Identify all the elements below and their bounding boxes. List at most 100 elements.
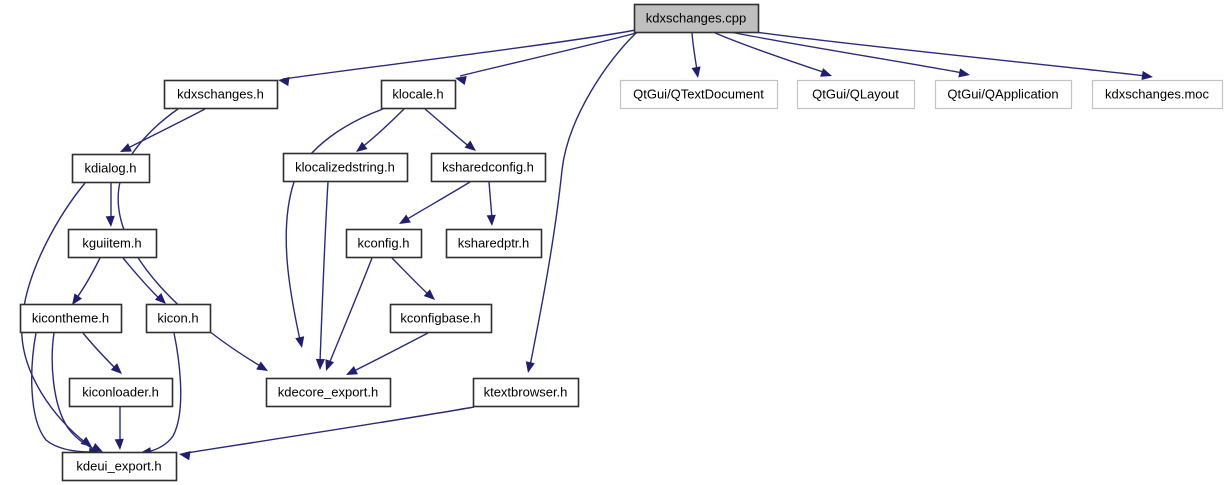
edge-line bbox=[529, 32, 637, 367]
arrow-head-icon bbox=[423, 289, 435, 300]
edges-layer bbox=[21, 29, 1153, 461]
node-ktextbrowser_h[interactable]: ktextbrowser.h bbox=[472, 377, 580, 408]
arrow-head-icon bbox=[399, 214, 411, 224]
node-box[interactable] bbox=[796, 79, 916, 110]
arrow-head-icon bbox=[486, 214, 496, 226]
node-box[interactable] bbox=[633, 3, 760, 34]
edge-line bbox=[459, 31, 641, 77]
edge-ksharedconfig_h-to-ksharedptr_h bbox=[486, 181, 496, 226]
node-box[interactable] bbox=[1091, 79, 1224, 110]
edge-line bbox=[488, 181, 493, 220]
edge-line bbox=[285, 108, 384, 341]
edge-line bbox=[51, 332, 97, 451]
node-box[interactable] bbox=[19, 303, 123, 334]
node-box[interactable] bbox=[265, 377, 392, 408]
node-qt_qlayout[interactable]: QtGui/QLayout bbox=[796, 79, 916, 110]
node-kicon_h[interactable]: kicon.h bbox=[145, 303, 212, 334]
arrow-head-icon bbox=[120, 143, 132, 152]
edge-klocale_h-to-klocalizedstring_h bbox=[356, 108, 405, 152]
edge-kdxschanges_cpp-to-kdxschanges_h bbox=[278, 29, 637, 87]
arrow-head-icon bbox=[820, 68, 832, 77]
node-kiconloader_h[interactable]: kiconloader.h bbox=[68, 377, 174, 408]
arrow-head-icon bbox=[105, 215, 115, 227]
edge-line bbox=[691, 32, 698, 71]
arrow-head-icon bbox=[72, 293, 83, 305]
node-box[interactable] bbox=[282, 152, 409, 183]
node-kdeui_export_h[interactable]: kdeui_export.h bbox=[61, 451, 178, 482]
arrow-head-icon bbox=[325, 359, 335, 371]
edge-line bbox=[360, 108, 405, 149]
node-qt_qapplication[interactable]: QtGui/QApplication bbox=[934, 79, 1073, 110]
edge-kconfig_h-to-kdecore_export_h bbox=[325, 257, 373, 371]
arrow-head-icon bbox=[464, 140, 476, 151]
node-box[interactable] bbox=[163, 79, 279, 110]
edge-kdialog_h-to-kguiitem_h bbox=[105, 183, 115, 227]
edge-kicontheme_h-to-kdeui_export_h bbox=[51, 332, 103, 452]
edge-kconfig_h-to-kconfigbase_h bbox=[391, 257, 435, 300]
arrow-head-icon bbox=[278, 76, 290, 87]
edge-line bbox=[75, 257, 101, 300]
edge-line bbox=[282, 29, 637, 80]
node-box[interactable] bbox=[71, 153, 151, 184]
node-box[interactable] bbox=[345, 228, 423, 259]
edge-line bbox=[31, 332, 93, 453]
edge-line bbox=[146, 332, 182, 453]
edge-kdxschanges_cpp-to-qt_qlayout bbox=[712, 31, 832, 77]
node-klocalizedstring_h[interactable]: klocalizedstring.h bbox=[282, 152, 409, 183]
edge-ktextbrowser_h-to-kdeui_export_h bbox=[179, 406, 475, 461]
node-kconfigbase_h[interactable]: kconfigbase.h bbox=[389, 303, 493, 334]
edge-klocalizedstring_h-to-kdecore_export_h bbox=[315, 181, 329, 370]
arrow-head-icon bbox=[525, 361, 535, 373]
arrow-head-icon bbox=[154, 293, 166, 304]
edge-line bbox=[391, 257, 431, 297]
node-kicontheme_h[interactable]: kicontheme.h bbox=[19, 303, 123, 334]
edge-kdxschanges_cpp-to-qt_qapplication bbox=[729, 31, 970, 78]
edge-kguiitem_h-to-kicon_h bbox=[122, 257, 166, 304]
node-box[interactable] bbox=[145, 303, 212, 334]
node-qt_textdocument[interactable]: QtGui/QTextDocument bbox=[619, 79, 779, 110]
node-box[interactable] bbox=[934, 79, 1073, 110]
edge-line bbox=[424, 108, 472, 149]
node-kdialog_h[interactable]: kdialog.h bbox=[71, 153, 151, 184]
edge-line bbox=[351, 332, 429, 373]
node-kdxschanges_cpp[interactable]: kdxschanges.cpp bbox=[633, 3, 760, 34]
edge-line bbox=[125, 108, 206, 150]
arrow-head-icon bbox=[114, 438, 124, 450]
edge-klocale_h-to-ksharedconfig_h bbox=[424, 108, 476, 151]
node-box[interactable] bbox=[389, 303, 493, 334]
nodes-layer: kdxschanges.cpp kdxschanges.h klocale.h QtG… bbox=[19, 3, 1224, 482]
node-kdxschanges_moc[interactable]: kdxschanges.moc bbox=[1091, 79, 1224, 110]
edge-kdxschanges_cpp-to-klocale_h bbox=[455, 31, 641, 85]
edge-kdxschanges_h-to-kdialog_h bbox=[120, 108, 206, 152]
arrow-head-icon bbox=[80, 436, 92, 447]
edge-kiconloader_h-to-kdeui_export_h bbox=[114, 407, 124, 450]
node-box[interactable] bbox=[472, 377, 580, 408]
arrow-head-icon bbox=[179, 451, 191, 461]
edge-line bbox=[82, 332, 118, 371]
edge-kdxschanges_cpp-to-kdxschanges_moc bbox=[747, 30, 1153, 81]
node-box[interactable] bbox=[61, 451, 178, 482]
node-box[interactable] bbox=[67, 228, 158, 259]
node-box[interactable] bbox=[380, 79, 457, 110]
edge-kdxschanges_cpp-to-qt_textdocument bbox=[691, 32, 701, 78]
arrow-head-icon bbox=[256, 361, 268, 371]
arrow-head-icon bbox=[315, 358, 325, 370]
node-kconfig_h[interactable]: kconfig.h bbox=[345, 228, 423, 259]
node-ksharedptr_h[interactable]: ksharedptr.h bbox=[445, 228, 543, 259]
node-box[interactable] bbox=[430, 152, 547, 183]
node-ksharedconfig_h[interactable]: ksharedconfig.h bbox=[430, 152, 547, 183]
node-klocale_h[interactable]: klocale.h bbox=[380, 79, 457, 110]
arrow-head-icon bbox=[455, 75, 467, 85]
edge-line bbox=[747, 30, 1147, 77]
edge-kguiitem_h-to-kicontheme_h bbox=[72, 257, 101, 305]
arrow-head-icon bbox=[1141, 70, 1153, 81]
node-kguiitem_h[interactable]: kguiitem.h bbox=[67, 228, 158, 259]
node-box[interactable] bbox=[68, 377, 174, 408]
node-box[interactable] bbox=[445, 228, 543, 259]
node-box[interactable] bbox=[619, 79, 779, 110]
node-kdecore_export_h[interactable]: kdecore_export.h bbox=[265, 377, 392, 408]
edge-line bbox=[729, 31, 964, 74]
node-kdxschanges_h[interactable]: kdxschanges.h bbox=[163, 79, 279, 110]
